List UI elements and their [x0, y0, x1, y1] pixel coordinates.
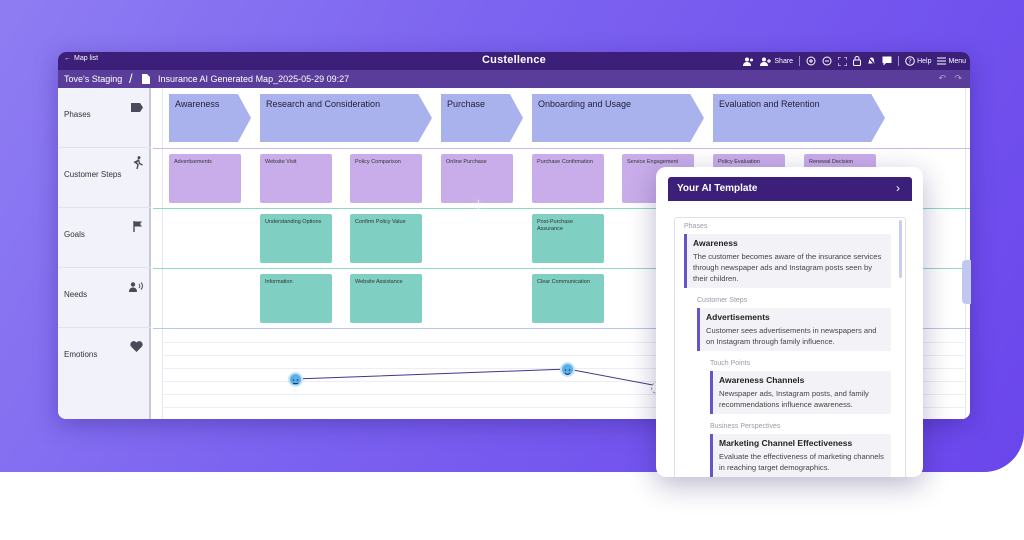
redo-icon[interactable]: ↷: [954, 73, 962, 83]
panel-title: Your AI Template: [677, 183, 758, 194]
document-icon: [142, 74, 150, 86]
template-item[interactable]: Advertisements Customer sees advertiseme…: [697, 308, 891, 351]
item-title: Awareness Channels: [719, 375, 805, 385]
bell-off-icon: [867, 56, 877, 66]
description-line: on Instagram through family influence.: [706, 337, 835, 346]
template-item[interactable]: Awareness The customer becomes aware of …: [684, 234, 891, 288]
help-button[interactable]: ? Help: [905, 56, 931, 66]
zoom-in-button[interactable]: [806, 56, 816, 66]
menu-label: Menu: [948, 57, 966, 65]
sparkle-decoration: [478, 200, 479, 260]
description-line: Customer sees advertisements in newspape…: [706, 326, 877, 335]
hamburger-icon: [937, 57, 947, 65]
section-label-phases: Phases: [684, 223, 708, 230]
section-label-business-perspectives: Business Perspectives: [710, 423, 781, 430]
share-users-icon: [760, 57, 772, 66]
comments-button[interactable]: [882, 56, 892, 66]
item-description: Evaluate the effectiveness of marketing …: [719, 451, 885, 473]
share-button[interactable]: Share: [760, 57, 793, 66]
toolbar-divider: [898, 56, 900, 66]
lock-icon: [853, 56, 862, 66]
toolbar: Share: [743, 54, 966, 68]
description-line: their children.: [693, 274, 739, 283]
share-label: Share: [774, 57, 794, 65]
template-item[interactable]: Awareness Channels Newspaper ads, Instag…: [710, 371, 891, 414]
map-name[interactable]: Insurance AI Generated Map_2025-05-29 09…: [158, 74, 350, 84]
item-description: The customer becomes aware of the insura…: [693, 251, 885, 284]
workspace-name[interactable]: Tove's Staging: [64, 74, 123, 84]
side-panel-tab[interactable]: [962, 260, 971, 304]
help-label: Help: [917, 57, 932, 65]
zoom-in-icon: [806, 56, 816, 66]
ai-template-panel: Your AI Template › Phases Awareness The …: [656, 167, 923, 477]
item-title: Marketing Channel Effectiveness: [719, 438, 853, 448]
item-title: Advertisements: [706, 312, 770, 322]
notifications-button[interactable]: [867, 56, 877, 66]
item-description: Newspaper ads, Instagram posts, and fami…: [719, 388, 885, 410]
zoom-out-button[interactable]: [822, 56, 832, 66]
undo-icon[interactable]: ↶: [938, 73, 946, 83]
template-item[interactable]: Marketing Channel Effectiveness Evaluate…: [710, 434, 891, 477]
top-bar: ← Map list Custellence Share: [58, 52, 970, 70]
breadcrumb-bar: Tove's Staging / Insurance AI Generated …: [58, 70, 970, 88]
arrow-left-icon: ←: [64, 55, 71, 62]
item-title: Awareness: [693, 238, 738, 248]
zoom-out-icon: [822, 56, 832, 66]
svg-text:?: ?: [908, 58, 912, 66]
item-description: Customer sees advertisements in newspape…: [706, 325, 885, 347]
chevron-right-icon[interactable]: ›: [896, 181, 900, 195]
back-to-map-list-button[interactable]: ← Map list: [64, 55, 98, 62]
description-line: through newspaper ads and Instagram post…: [693, 263, 872, 272]
back-label: Map list: [74, 55, 99, 62]
description-line: recommendations influence awareness.: [719, 400, 853, 409]
comment-icon: [882, 56, 892, 66]
section-label-customer-steps: Customer Steps: [697, 297, 748, 304]
fit-screen-button[interactable]: [838, 56, 848, 66]
description-line: The customer becomes aware of the insura…: [693, 252, 882, 261]
description-line: Evaluate the effectiveness of marketing …: [719, 452, 884, 461]
help-icon: ?: [905, 56, 915, 66]
ai-template-header[interactable]: Your AI Template ›: [668, 177, 912, 201]
toolbar-divider: [799, 56, 801, 66]
description-line: Newspaper ads, Instagram posts, and fami…: [719, 389, 869, 398]
breadcrumb-separator: /: [129, 71, 133, 86]
menu-button[interactable]: Menu: [937, 57, 966, 65]
section-label-touch-points: Touch Points: [710, 360, 751, 367]
users-icon: [743, 57, 754, 66]
lock-button[interactable]: [853, 56, 862, 66]
scrollbar[interactable]: [899, 220, 902, 278]
description-line: in reaching target demographics.: [719, 463, 830, 472]
users-button[interactable]: [743, 57, 754, 66]
expand-icon: [838, 56, 848, 66]
